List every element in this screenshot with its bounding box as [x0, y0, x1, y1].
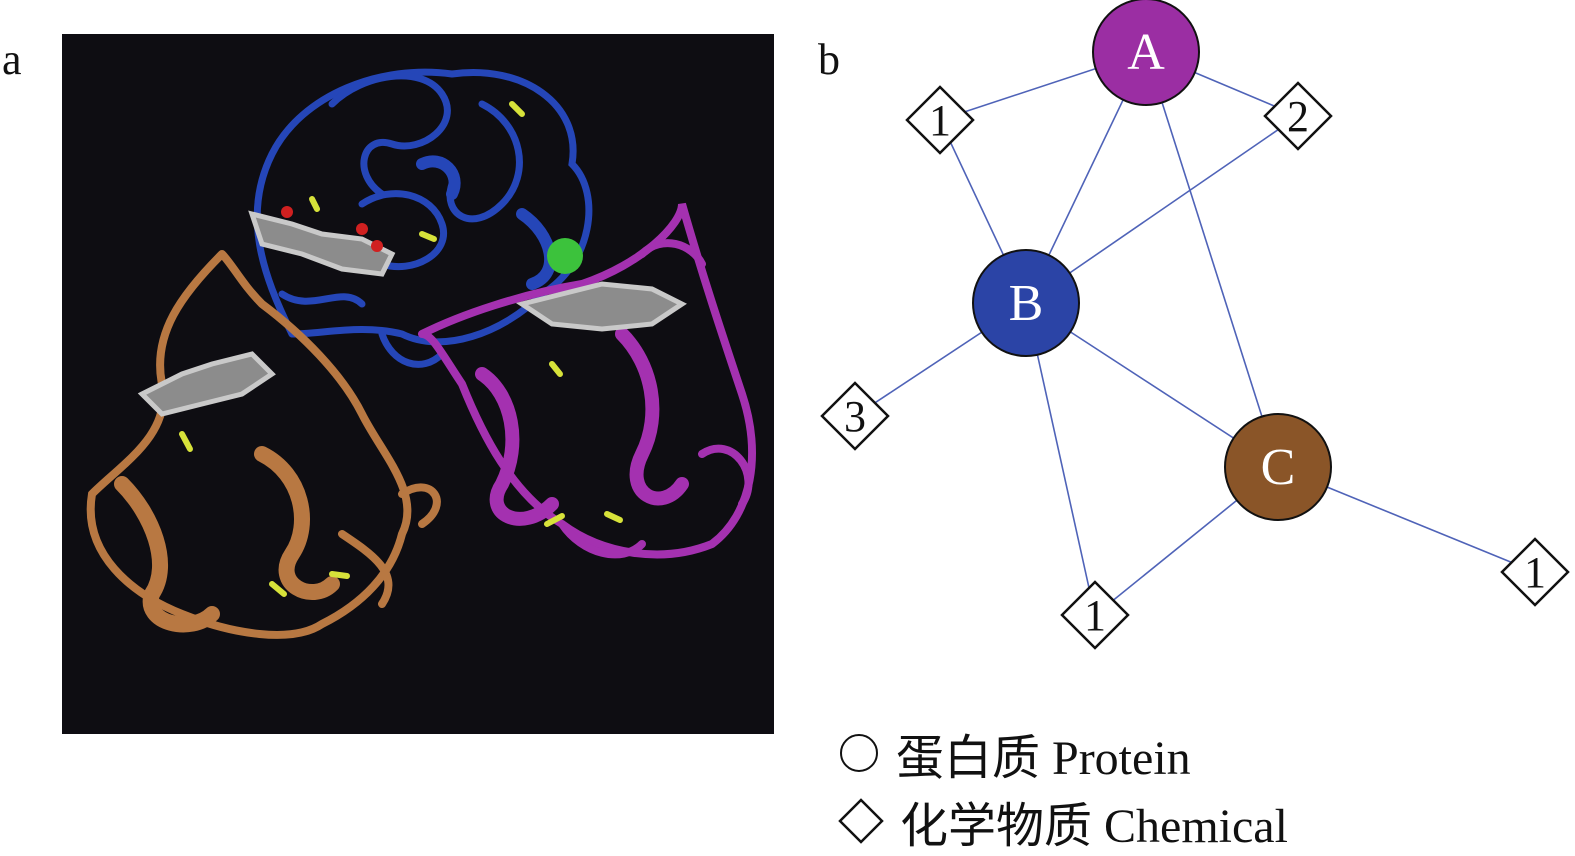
chemical-node-c2: 2 [1263, 81, 1333, 151]
legend-circle-icon [840, 734, 878, 772]
chemical-label: 1 [1524, 548, 1546, 597]
panel-label-a: a [2, 35, 22, 84]
magenta-chain-ribbon [418, 202, 756, 559]
ligand-molecules [137, 210, 687, 417]
legend-chemical: 化学物质 Chemical [838, 786, 1288, 856]
protein-chemical-network: A B C 1 2 3 1 1 [820, 0, 1570, 650]
chemical-label: 1 [1084, 591, 1106, 640]
chemical-diamond [1060, 580, 1130, 650]
protein-node-C: C [1224, 413, 1332, 521]
metal-ion-sphere [547, 238, 583, 274]
protein-structure-image [62, 34, 774, 734]
chemical-diamond [905, 85, 975, 155]
chemical-label: 2 [1287, 92, 1309, 141]
protein-circle [972, 249, 1080, 357]
network-nodes: A B C 1 2 3 1 1 [820, 0, 1570, 650]
protein-ribbon-illustration [86, 68, 756, 639]
oxygen-atoms [281, 206, 383, 252]
chemical-label: 3 [844, 392, 866, 441]
legend-protein-label: 蛋白质 Protein [896, 732, 1191, 785]
chemical-diamond [1263, 81, 1333, 151]
chemical-node-c3: 3 [820, 381, 890, 451]
chemical-node-c1b: 1 [1060, 580, 1130, 650]
legend-protein: 蛋白质 Protein [838, 718, 1191, 788]
legend-diamond-icon [838, 798, 884, 844]
protein-node-A: A [1092, 0, 1200, 106]
chemical-label: 1 [929, 96, 951, 145]
protein-node-B: B [972, 249, 1080, 357]
protein-circle [1092, 0, 1200, 106]
chemical-node-c1a: 1 [905, 85, 975, 155]
legend-chemical-label: 化学物质 Chemical [900, 800, 1288, 853]
chemical-node-c1c: 1 [1500, 537, 1570, 607]
chemical-diamond [1500, 537, 1570, 607]
brown-chain-ribbon [86, 250, 441, 639]
protein-circle [1224, 413, 1332, 521]
edge-A-C [1145, 51, 1279, 468]
edge-c2-B [1025, 115, 1299, 304]
panel-label-b: b [818, 35, 840, 84]
blue-chain-ribbon [253, 68, 593, 368]
disulfide-bonds [179, 101, 623, 597]
protein-label: C [1261, 439, 1296, 496]
protein-label: A [1127, 24, 1165, 81]
chemical-diamond [820, 381, 890, 451]
protein-label: B [1009, 275, 1044, 332]
